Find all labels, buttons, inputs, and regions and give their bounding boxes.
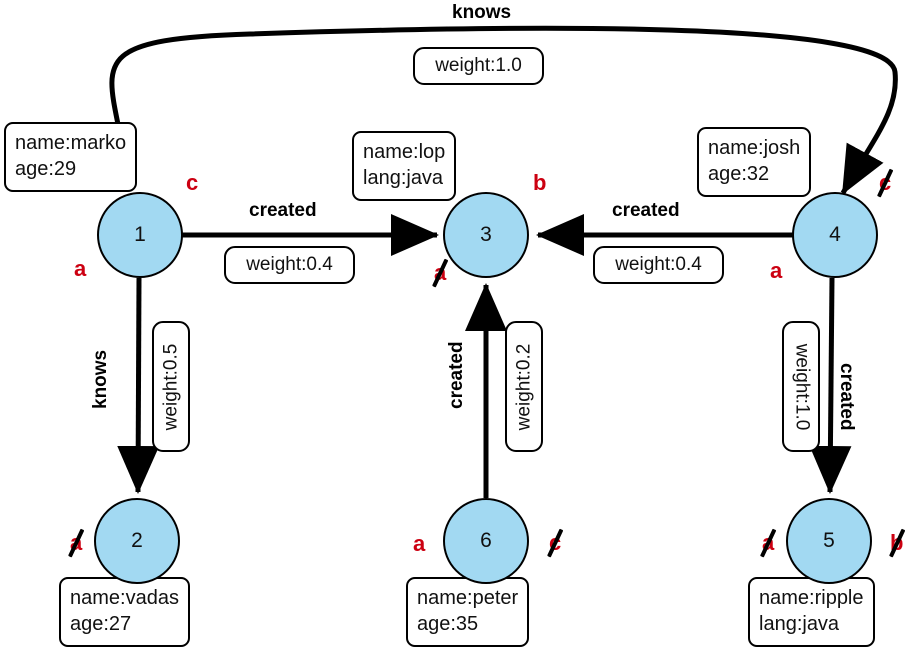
property-line: age:27 xyxy=(70,612,132,635)
node-label: 5 xyxy=(823,529,835,552)
annotation-node4-a: a xyxy=(770,260,782,282)
property-line: name:marko xyxy=(15,132,127,154)
edge-label-knows-top: knows xyxy=(452,2,512,23)
weight-text: weight:1.0 xyxy=(791,343,812,430)
weight-text: weight:0.4 xyxy=(246,254,333,275)
property-box-vadas: name:vadas age:27 xyxy=(59,577,190,648)
annotation-node3-a-struck: a xyxy=(432,258,449,288)
property-line: name:lop xyxy=(363,141,446,163)
weight-box-created-up: weight:0.2 xyxy=(505,321,543,452)
property-box-peter: name:peter age:35 xyxy=(406,577,530,648)
edge-label-knows-down: knows xyxy=(90,349,111,409)
annotation-node1-c: c xyxy=(186,172,198,194)
edge-created-4-5 xyxy=(809,277,852,494)
node-label: 2 xyxy=(131,529,143,552)
property-line: name:josh xyxy=(708,137,801,159)
annotation-node4-c-struck: c xyxy=(877,168,894,198)
property-line: name:peter xyxy=(417,587,519,609)
annotation-node3-b: b xyxy=(533,172,546,194)
property-line: name:vadas xyxy=(70,587,179,609)
node-3-lop[interactable]: 3 xyxy=(443,192,529,278)
annotation-letter: a xyxy=(74,256,87,281)
annotation-node5-b-struck: b xyxy=(888,528,905,558)
property-line: name:ripple xyxy=(759,587,864,609)
weight-box-knows-top: weight:1.0 xyxy=(413,47,544,85)
edge-label-created-up: created xyxy=(446,341,467,409)
annotation-letter: a xyxy=(413,531,426,556)
property-box-marko: name:marko age:29 xyxy=(4,122,138,193)
node-6-peter[interactable]: 6 xyxy=(443,498,529,584)
annotation-letter: c xyxy=(186,170,199,195)
annotation-node1-a: a xyxy=(74,258,86,280)
node-label: 1 xyxy=(134,223,146,246)
node-2-vadas[interactable]: 2 xyxy=(94,498,180,584)
edge-label-created-left: created xyxy=(249,200,317,221)
property-box-josh: name:josh age:32 xyxy=(697,127,812,198)
weight-box-created-down-right: weight:1.0 xyxy=(782,321,820,452)
weight-text: weight:0.2 xyxy=(513,343,534,430)
annotation-node2-a-struck: a xyxy=(68,528,85,558)
node-4-josh[interactable]: 4 xyxy=(792,192,878,278)
annotation-node6-c-struck: c xyxy=(547,528,564,558)
property-box-ripple: name:ripple lang:java xyxy=(748,577,875,648)
weight-box-created-right: weight:0.4 xyxy=(593,246,724,284)
edge-knows-1-4 xyxy=(109,25,898,195)
node-label: 4 xyxy=(829,223,841,246)
edge-label-created-right: created xyxy=(612,200,680,221)
node-5-ripple[interactable]: 5 xyxy=(786,498,872,584)
annotation-node6-a: a xyxy=(413,533,425,555)
property-line: lang:java xyxy=(363,166,444,189)
node-label: 3 xyxy=(480,223,492,246)
property-line: age:32 xyxy=(708,162,770,185)
property-line: age:29 xyxy=(15,157,77,180)
property-line: age:35 xyxy=(417,612,479,635)
property-line: lang:java xyxy=(759,612,840,635)
weight-box-knows-down: weight:0.5 xyxy=(152,321,190,452)
node-1-marko[interactable]: 1 xyxy=(97,192,183,278)
weight-text: weight:0.4 xyxy=(615,254,702,275)
property-box-lop: name:lop lang:java xyxy=(352,131,457,202)
edge-knows-1-2 xyxy=(117,277,160,494)
weight-text: weight:0.5 xyxy=(160,343,181,430)
annotation-letter: a xyxy=(770,258,783,283)
weight-text: weight:1.0 xyxy=(435,55,522,76)
edge-label-created-down-right: created xyxy=(836,363,857,431)
annotation-letter: b xyxy=(533,170,547,195)
weight-box-created-left: weight:0.4 xyxy=(224,246,355,284)
annotation-node5-a-struck: a xyxy=(760,528,777,558)
node-label: 6 xyxy=(480,529,492,552)
